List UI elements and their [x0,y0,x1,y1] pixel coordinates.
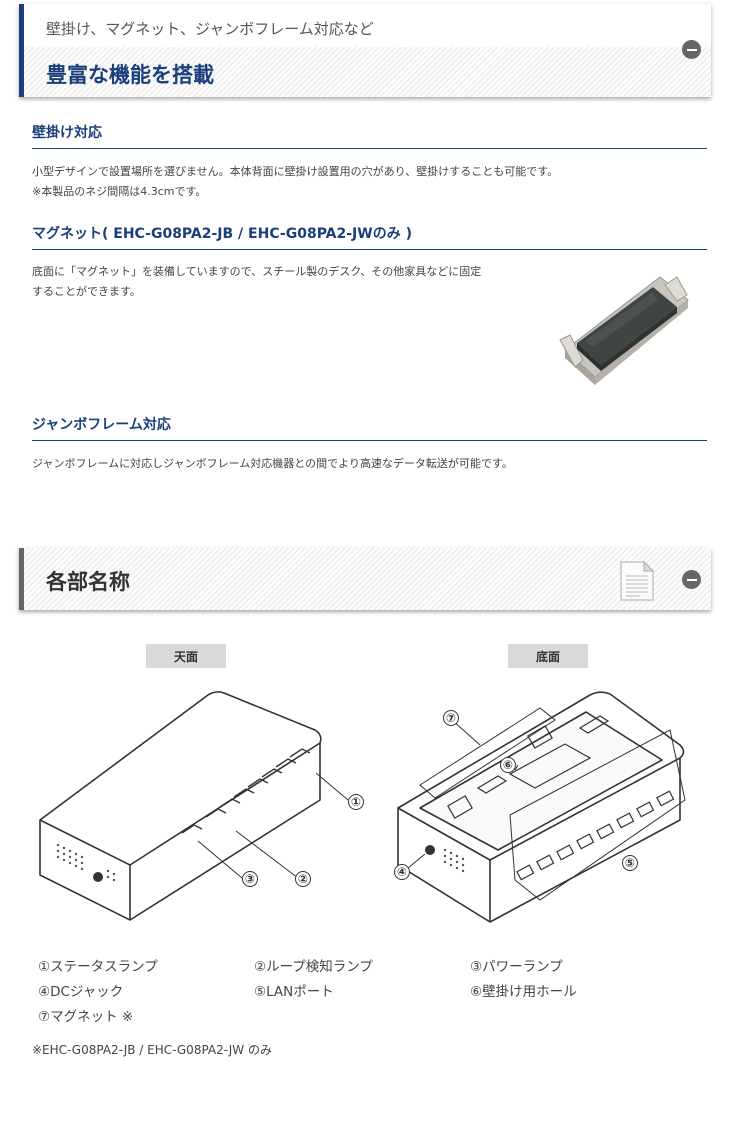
section-text-magnet: 底面に「マグネット」を装備していますので、スチール製のデスク、その他家具などに固… [32,262,481,302]
text-line: することができます。 [32,285,141,298]
panel-stripes [24,548,711,610]
text-line: ※本製品のネジ間隔は4.3cmです。 [32,185,207,198]
footnote: ※EHC-G08PA2-JB / EHC-G08PA2-JW のみ [32,1043,272,1057]
part-item: ④DCジャック [38,984,124,1000]
callout-4: ④ [397,865,407,879]
text-line: 底面に「マグネット」を装備していますので、スチール製のデスク、その他家具などに固… [32,265,482,278]
magnet-image [559,276,689,385]
bottom-view-diagram: ⑦ ⑥ ⑤ ④ [394,691,686,923]
features-panel: 壁掛け、マグネット、ジャンボフレーム対応など 豊富な機能を搭載 [19,4,711,97]
callout-1: ① [351,795,361,809]
callout-7: ⑦ [446,711,456,725]
text-line: 小型デザインで設置場所を選びません。本体背面に壁掛け設置用の穴があり、壁掛けする… [32,165,559,178]
callout-5: ⑤ [625,856,635,870]
panel-stripes [24,47,711,97]
part-item: ①ステータスランプ [38,959,158,975]
section-heading-wall-mount: 壁掛け対応 [32,122,707,149]
section-text-wall-mount: 小型デザインで設置場所を選びません。本体背面に壁掛け設置用の穴があり、壁掛けする… [32,162,558,202]
parts-panel: 各部名称 [19,548,711,610]
callout-markers: ⑦ ⑥ ⑤ ④ [394,710,638,880]
part-item: ⑤LANポート [254,984,334,1000]
callout-6: ⑥ [503,758,513,772]
collapse-icon[interactable] [682,570,701,589]
part-item: ⑦マグネット ※ [38,1009,134,1025]
top-view-diagram: ① ② ③ [39,691,364,921]
bottom-view-label: 底面 [508,644,588,668]
panel-title: 豊富な機能を搭載 [46,63,214,87]
document-icon [620,561,654,601]
callout-3: ③ [245,872,255,886]
callout-2: ② [298,872,308,886]
part-item: ②ループ検知ランプ [254,959,373,975]
part-item: ③パワーランプ [470,959,563,975]
callout-markers: ① ② ③ [242,794,364,887]
section-heading-magnet: マグネット( EHC-G08PA2-JB / EHC-G08PA2-JWのみ ) [32,223,707,250]
top-view-label: 天面 [146,644,226,668]
panel-title: 各部名称 [46,570,130,594]
collapse-icon[interactable] [682,40,701,59]
part-item: ⑥壁掛け用ホール [470,984,577,1000]
section-heading-jumbo-frame: ジャンボフレーム対応 [32,414,707,441]
section-text-jumbo-frame: ジャンボフレームに対応しジャンボフレーム対応機器との間でより高速なデータ転送が可… [32,454,513,474]
panel-subtitle: 壁掛け、マグネット、ジャンボフレーム対応など [46,20,374,38]
text-line: ジャンボフレームに対応しジャンボフレーム対応機器との間でより高速なデータ転送が可… [32,457,513,470]
